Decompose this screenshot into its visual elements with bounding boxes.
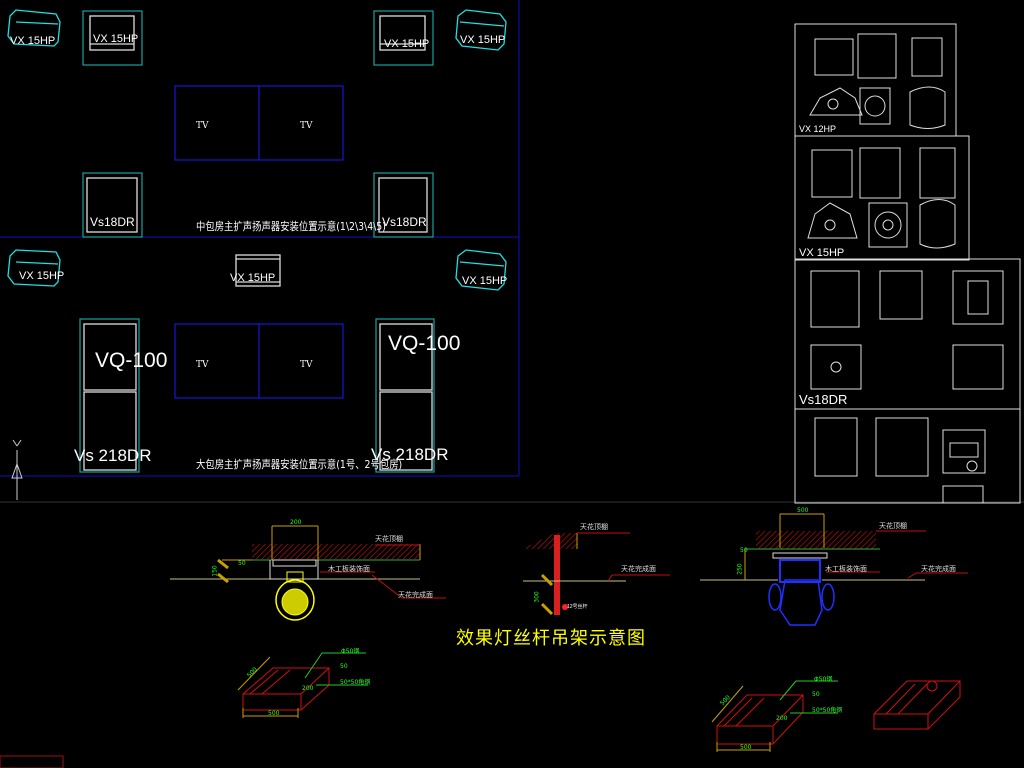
frame-note: Φ50钢 [814, 676, 833, 683]
frame-note: 50*50角钢 [812, 707, 843, 714]
speaker-label: VX 15HP [462, 275, 508, 287]
dim-text: 50 [812, 691, 820, 698]
iso-speakers [7, 9, 507, 291]
tv-label: TV [196, 121, 209, 131]
tv-label: TV [300, 360, 313, 370]
tv-label: TV [300, 121, 313, 131]
dim-text: 250 [736, 563, 744, 575]
stack-bottom-label: Vs 218DR [74, 446, 152, 465]
stack-bottom-label: Vs 218DR [371, 445, 449, 464]
plan-caption: 中包房主扩声扬声器安装位置示意(1\2\3\4\5) [196, 220, 386, 233]
speaker-label: VX 15HP [384, 38, 430, 50]
spec-model-label: Vs18DR [799, 392, 848, 407]
spec-model-label: VX 15HP [799, 247, 845, 259]
dim-text: 50 [238, 560, 246, 567]
right-detail-lines [700, 513, 968, 626]
dim-text: 200 [302, 685, 314, 692]
speaker-label: VX 15HP [19, 270, 65, 282]
ceiling-label: 天花顶棚 [879, 522, 907, 530]
ceiling-finish-label: 天花完成面 [398, 591, 433, 599]
dim-text: 200 [776, 715, 788, 722]
ceiling-finish-label: 天花完成面 [921, 565, 956, 573]
dim-text: 500 [268, 710, 280, 717]
dim-text: 300 [533, 591, 541, 603]
speaker-label: Vs18DR [382, 215, 427, 229]
ucs-icon [11, 439, 23, 500]
frame-detail-1 [237, 652, 368, 718]
partial-frame [0, 755, 64, 768]
speaker-frames [79, 10, 435, 473]
speaker-label: Vs18DR [90, 215, 135, 229]
speaker-label: VX 15HP [10, 35, 56, 47]
dim-text: 150 [211, 565, 219, 577]
stack-top-label: VQ-100 [388, 332, 461, 355]
ceiling-label: 天花顶棚 [580, 523, 608, 531]
ceiling-finish-label: 天花完成面 [621, 565, 656, 573]
dim-text: 50 [740, 547, 748, 554]
spec-sheet-frames [794, 23, 1021, 504]
speaker-label: VX 15HP [230, 272, 276, 284]
ceiling-label: 天花顶棚 [375, 535, 403, 543]
plan-borders [0, 0, 1024, 503]
middle-detail-lines [522, 532, 670, 616]
dim-text: 200 [290, 519, 302, 526]
detail-title: 效果灯丝杆吊架示意图 [456, 628, 646, 649]
dim-text: 500 [797, 507, 809, 514]
dim-text: 500 [740, 744, 752, 751]
frame-detail-3 [873, 680, 961, 730]
stack-top-label: VQ-100 [95, 349, 168, 372]
frame-note: Φ50钢 [341, 648, 360, 655]
frame-detail-2 [711, 680, 838, 752]
frame-note: 50*50角钢 [340, 679, 371, 686]
tv-label: TV [196, 360, 209, 370]
finish-label: 木工板装饰面 [825, 565, 867, 573]
dim-text: 50 [340, 663, 348, 670]
plan-caption: 大包房主扩声扬声器安装位置示意(1号、2号包房) [196, 458, 403, 471]
rod-note: 12号丝杆 [567, 604, 588, 610]
left-detail-lines [170, 525, 446, 621]
speaker-label: VX 15HP [93, 33, 139, 45]
speaker-bodies [83, 15, 433, 471]
tv-blocks [174, 85, 344, 399]
finish-label: 木工板装饰面 [328, 565, 370, 573]
spec-model-label: VX 12HP [799, 124, 837, 134]
speaker-label: VX 15HP [460, 34, 506, 46]
